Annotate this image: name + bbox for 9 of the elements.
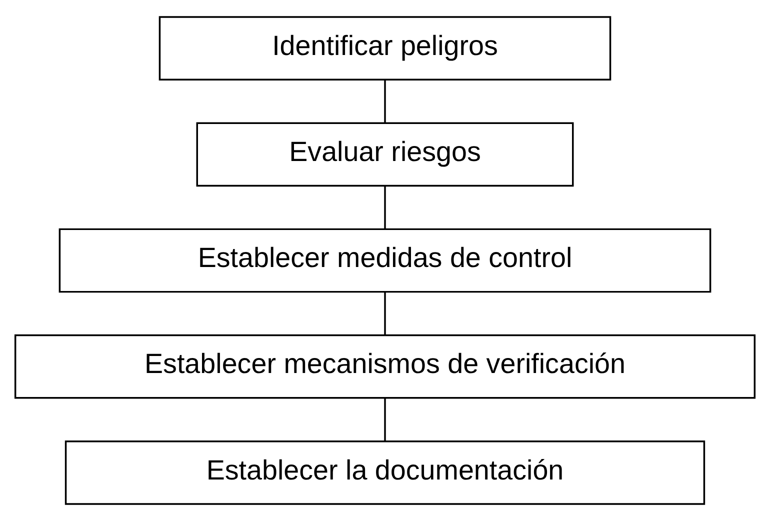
node-box: Evaluar riesgos: [196, 122, 574, 187]
connector: [384, 398, 386, 442]
node-box: Establecer medidas de control: [58, 228, 712, 293]
connector: [384, 292, 386, 335]
node-box: Establecer mecanismos de verificación: [14, 334, 756, 399]
node-box: Identificar peligros: [158, 16, 612, 80]
connector: [384, 80, 386, 123]
node-box: Establecer la documentación: [64, 440, 706, 505]
connector: [384, 186, 386, 229]
